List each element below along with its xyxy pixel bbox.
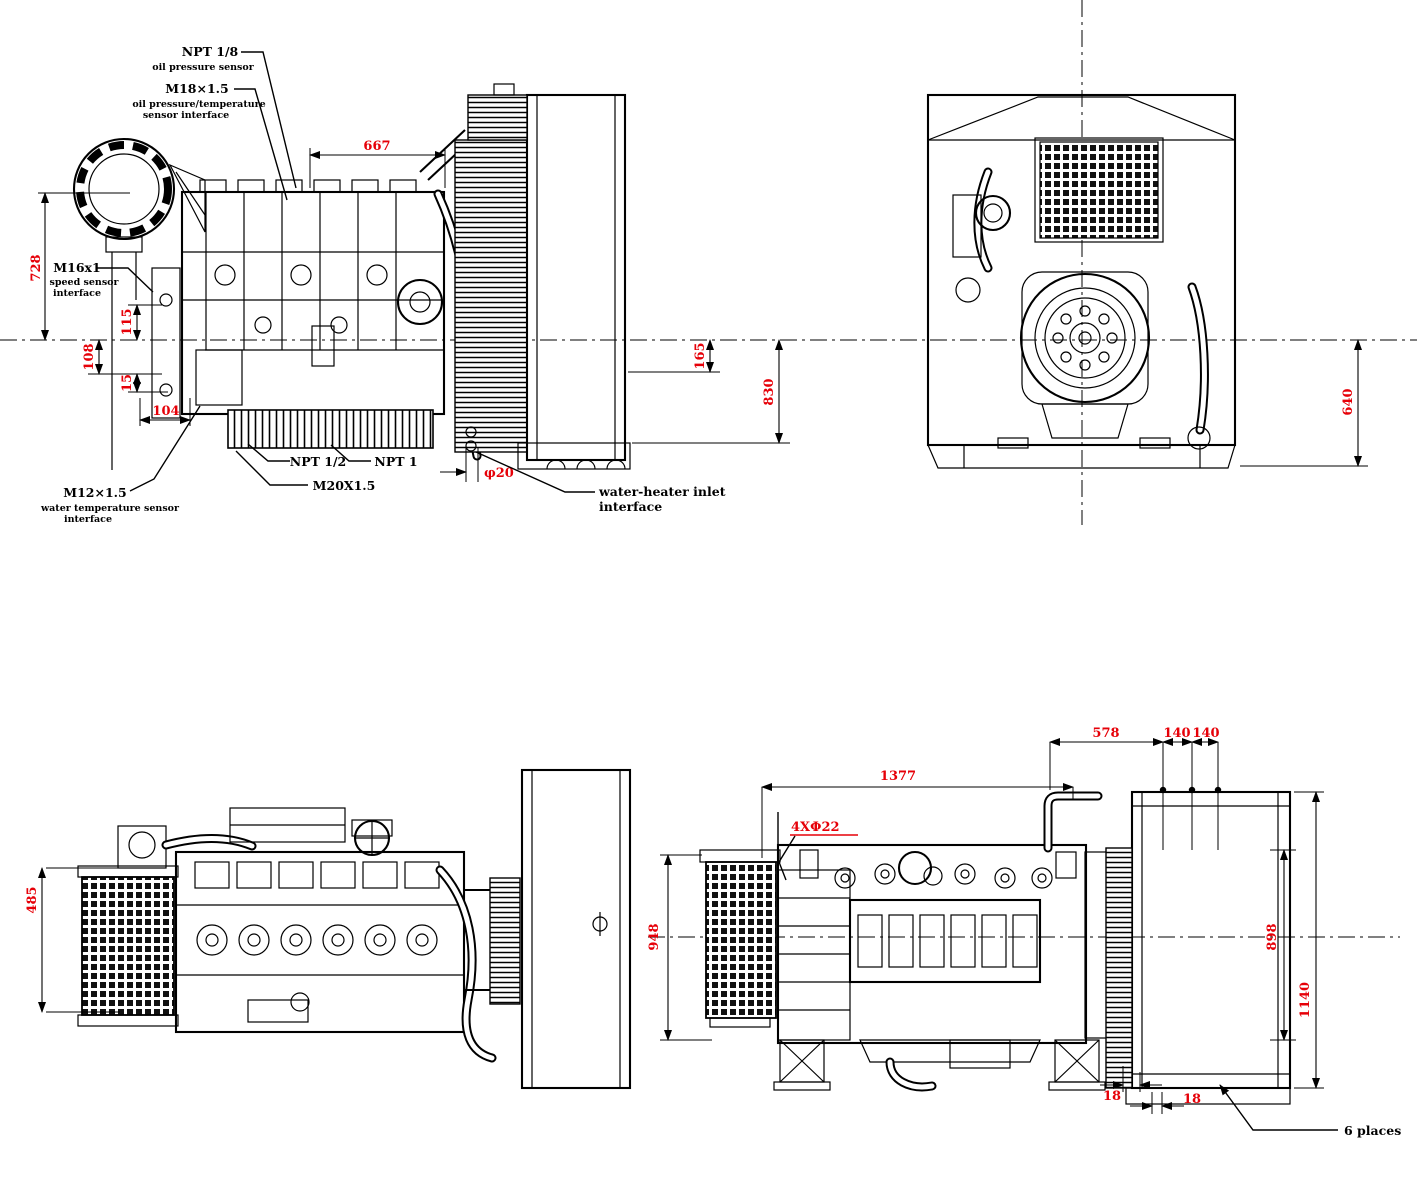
dimension-165: 165 (628, 339, 720, 373)
dim-text-640: 640 (1341, 388, 1356, 415)
radiator (454, 83, 631, 470)
frame (926, 93, 1237, 469)
callout-water-heater-line2: interface (599, 499, 662, 514)
dimension-18a: 18 (1100, 1066, 1162, 1104)
callout-6-places: 6 places (1219, 1084, 1401, 1138)
dimension-898: 898 (1265, 849, 1296, 1041)
callout-npt-1: NPT 1 (330, 444, 418, 469)
dimension-485: 485 (25, 867, 120, 1013)
callout-npt-1-8: NPT 1/8 oil pressure sensor (152, 44, 297, 189)
air-filter (72, 137, 206, 470)
dimension-1140: 1140 (1294, 791, 1324, 1089)
dim-text-898: 898 (1265, 923, 1280, 950)
dim-text-1140: 1140 (1298, 982, 1313, 1018)
dimension-18b: 18 (1130, 1092, 1201, 1114)
air-filter-2 (699, 849, 781, 1028)
dimension-115: 115 (120, 304, 162, 341)
dimension-578-140-140: 578 140 140 (1049, 726, 1222, 850)
dim-text-4x22: 4XΦ22 (791, 820, 840, 835)
callout-npt1-label: NPT 1 (374, 454, 417, 469)
air-cleaner-top (77, 825, 257, 1027)
engine-2 (773, 843, 1114, 1092)
intake-pipes (952, 167, 1211, 450)
dim-text-140b: 140 (1192, 726, 1219, 741)
dim-text-830: 830 (762, 378, 777, 405)
callout-m18-desc1: oil pressure/temperature (132, 99, 265, 110)
dim-text-phi20: φ20 (484, 466, 514, 481)
callout-water-heater-line1: water-heater inlet (598, 484, 726, 499)
callout-npt-1-2: NPT 1/2 (247, 443, 346, 469)
radiator-top (464, 768, 632, 1090)
callout-m18-desc2: sensor interface (143, 110, 229, 121)
callout-m16-title: M16x1 (53, 260, 100, 275)
dim-text-115: 115 (120, 308, 135, 335)
dimension-830: 830 (632, 339, 790, 444)
callout-water-heater: water-heater inlet interface (475, 451, 726, 514)
rear-side-view: 1377 578 140 140 4XΦ22 948 (647, 726, 1401, 1138)
dim-text-104: 104 (152, 404, 179, 419)
callout-4x22: 4XΦ22 (777, 812, 858, 881)
oil-pan (227, 409, 434, 449)
dim-text-728: 728 (29, 254, 44, 281)
dimension-108: 108 (82, 339, 162, 375)
mounting-feet (773, 1039, 1106, 1091)
callout-m16-desc1: speed sensor (49, 277, 119, 288)
dim-text-140a: 140 (1163, 726, 1190, 741)
callout-npt12-label: NPT 1/2 (290, 454, 346, 469)
callout-m18: M18×1.5 oil pressure/temperature sensor … (132, 81, 288, 201)
callout-m12-title: M12×1.5 (63, 485, 126, 500)
dimension-104: 104 (139, 398, 191, 426)
callout-m16-desc2: interface (53, 288, 101, 299)
dim-text-18b: 18 (1183, 1092, 1201, 1107)
dim-text-108: 108 (82, 343, 97, 370)
dim-text-485: 485 (25, 886, 40, 913)
callout-m20-label: M20X1.5 (313, 478, 376, 493)
callout-npt18-desc: oil pressure sensor (152, 62, 254, 73)
dimension-15: 15 (120, 373, 168, 393)
dim-text-165: 165 (693, 342, 708, 369)
callout-m18-title: M18×1.5 (165, 81, 228, 96)
callout-m12-desc1: water temperature sensor (40, 503, 180, 514)
dim-text-15: 15 (120, 374, 135, 392)
callout-6-places-label: 6 places (1344, 1123, 1401, 1138)
dimension-948: 948 (647, 854, 712, 1041)
dim-text-18a: 18 (1103, 1089, 1121, 1104)
dimension-667: 667 (309, 139, 446, 188)
radiator-core (1034, 137, 1164, 243)
callout-m12: M12×1.5 water temperature sensor interfa… (40, 405, 201, 525)
dim-text-667: 667 (363, 139, 390, 154)
oil-pan-front (997, 403, 1171, 449)
callout-m20: M20X1.5 (235, 450, 376, 493)
side-view: 667 728 115 108 15 104 (29, 44, 790, 525)
dimension-728: 728 (29, 192, 130, 341)
top-view: 485 (25, 768, 632, 1090)
dim-text-1377: 1377 (880, 769, 916, 784)
dimension-1377: 1377 (761, 769, 1074, 858)
dim-text-948: 948 (647, 923, 662, 950)
callout-m12-desc2: interface (64, 514, 112, 525)
callout-m16: M16x1 speed sensor interface (49, 260, 154, 299)
callout-npt18-title: NPT 1/8 (182, 44, 239, 59)
engine-top (174, 807, 497, 1063)
dimension-phi20: φ20 (440, 448, 514, 482)
flywheel (1019, 271, 1151, 405)
radiator-2 (1043, 790, 1292, 1105)
dimension-640: 640 (1240, 339, 1368, 467)
dim-text-578: 578 (1092, 726, 1119, 741)
front-view: 640 (926, 93, 1368, 469)
engine-block (151, 129, 482, 461)
